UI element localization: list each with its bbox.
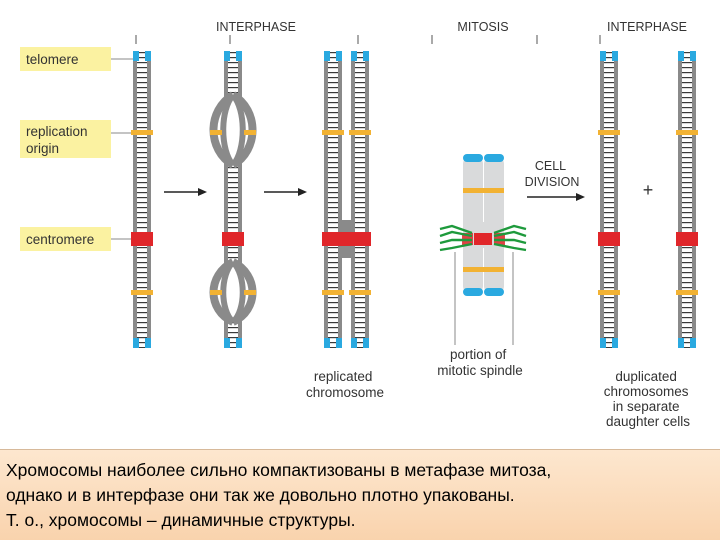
spindle-pointers	[454, 252, 514, 345]
legend: telomere replication origin centromere	[20, 47, 134, 251]
chromosome-unreplicated	[131, 51, 153, 348]
spindle-line-1: portion of	[450, 347, 507, 362]
arrow-to-replicated	[264, 188, 307, 196]
mitotic-spindle	[439, 224, 527, 252]
daughter-chromosome-right	[676, 51, 698, 348]
plus-sign: +	[643, 180, 654, 200]
duplicated-line-1: duplicated	[615, 369, 677, 384]
daughter-chromosome-left	[598, 51, 620, 348]
caption-line-2: однако и в интерфазе они так же довольно…	[6, 485, 515, 505]
legend-replication-origin: replication origin	[20, 120, 134, 158]
duplicated-line-3: in separate	[613, 399, 680, 414]
cell-division-line-2: DIVISION	[525, 175, 580, 189]
legend-centromere-label: centromere	[26, 232, 94, 247]
mitotic-chromosome	[462, 154, 505, 296]
header-mitosis: MITOSIS	[457, 20, 508, 34]
legend-origin-line-2: origin	[26, 141, 59, 156]
legend-centromere-line: centromere	[26, 232, 94, 247]
legend-origin-label: replication origin	[26, 124, 91, 156]
legend-centromere: centromere	[20, 227, 134, 251]
legend-telomere: telomere	[20, 47, 134, 71]
header-interphase-left: INTERPHASE	[216, 20, 296, 34]
legend-telomere-line: telomere	[26, 52, 79, 67]
cell-division-line-1: CELL	[535, 159, 566, 173]
label-replicated-chromosome: replicated chromosome	[306, 369, 384, 400]
caption-line-1: Хромосомы наиболее сильно компактизованы…	[6, 460, 552, 480]
duplicated-line-2: chromosomes	[604, 384, 689, 399]
stage-headers: INTERPHASE MITOSIS INTERPHASE	[135, 20, 687, 44]
label-cell-division: CELL DIVISION	[525, 159, 580, 189]
arrow-to-replicating	[164, 188, 207, 196]
duplicated-line-4: daughter cells	[606, 414, 690, 429]
header-interphase-right: INTERPHASE	[607, 20, 687, 34]
chromosome-replicating	[209, 51, 257, 348]
chromosome-replicated	[322, 51, 371, 348]
caption-box: Хромосомы наиболее сильно компактизованы…	[0, 449, 720, 540]
replicated-line-2: chromosome	[306, 385, 384, 400]
chromosome-replication-diagram: INTERPHASE MITOSIS INTERPHASE telomere	[20, 20, 698, 429]
legend-origin-line-1: replication	[26, 124, 88, 139]
spindle-line-2: mitotic spindle	[437, 363, 523, 378]
caption-line-3: Т. о., хромосомы – динамичные структуры.	[6, 510, 356, 530]
label-duplicated-chromosomes: duplicated chromosomes in separate daugh…	[604, 369, 693, 429]
legend-telomere-label: telomere	[26, 52, 79, 67]
replicated-line-1: replicated	[314, 369, 373, 384]
label-mitotic-spindle: portion of mitotic spindle	[437, 347, 523, 378]
arrow-cell-division	[527, 193, 585, 201]
